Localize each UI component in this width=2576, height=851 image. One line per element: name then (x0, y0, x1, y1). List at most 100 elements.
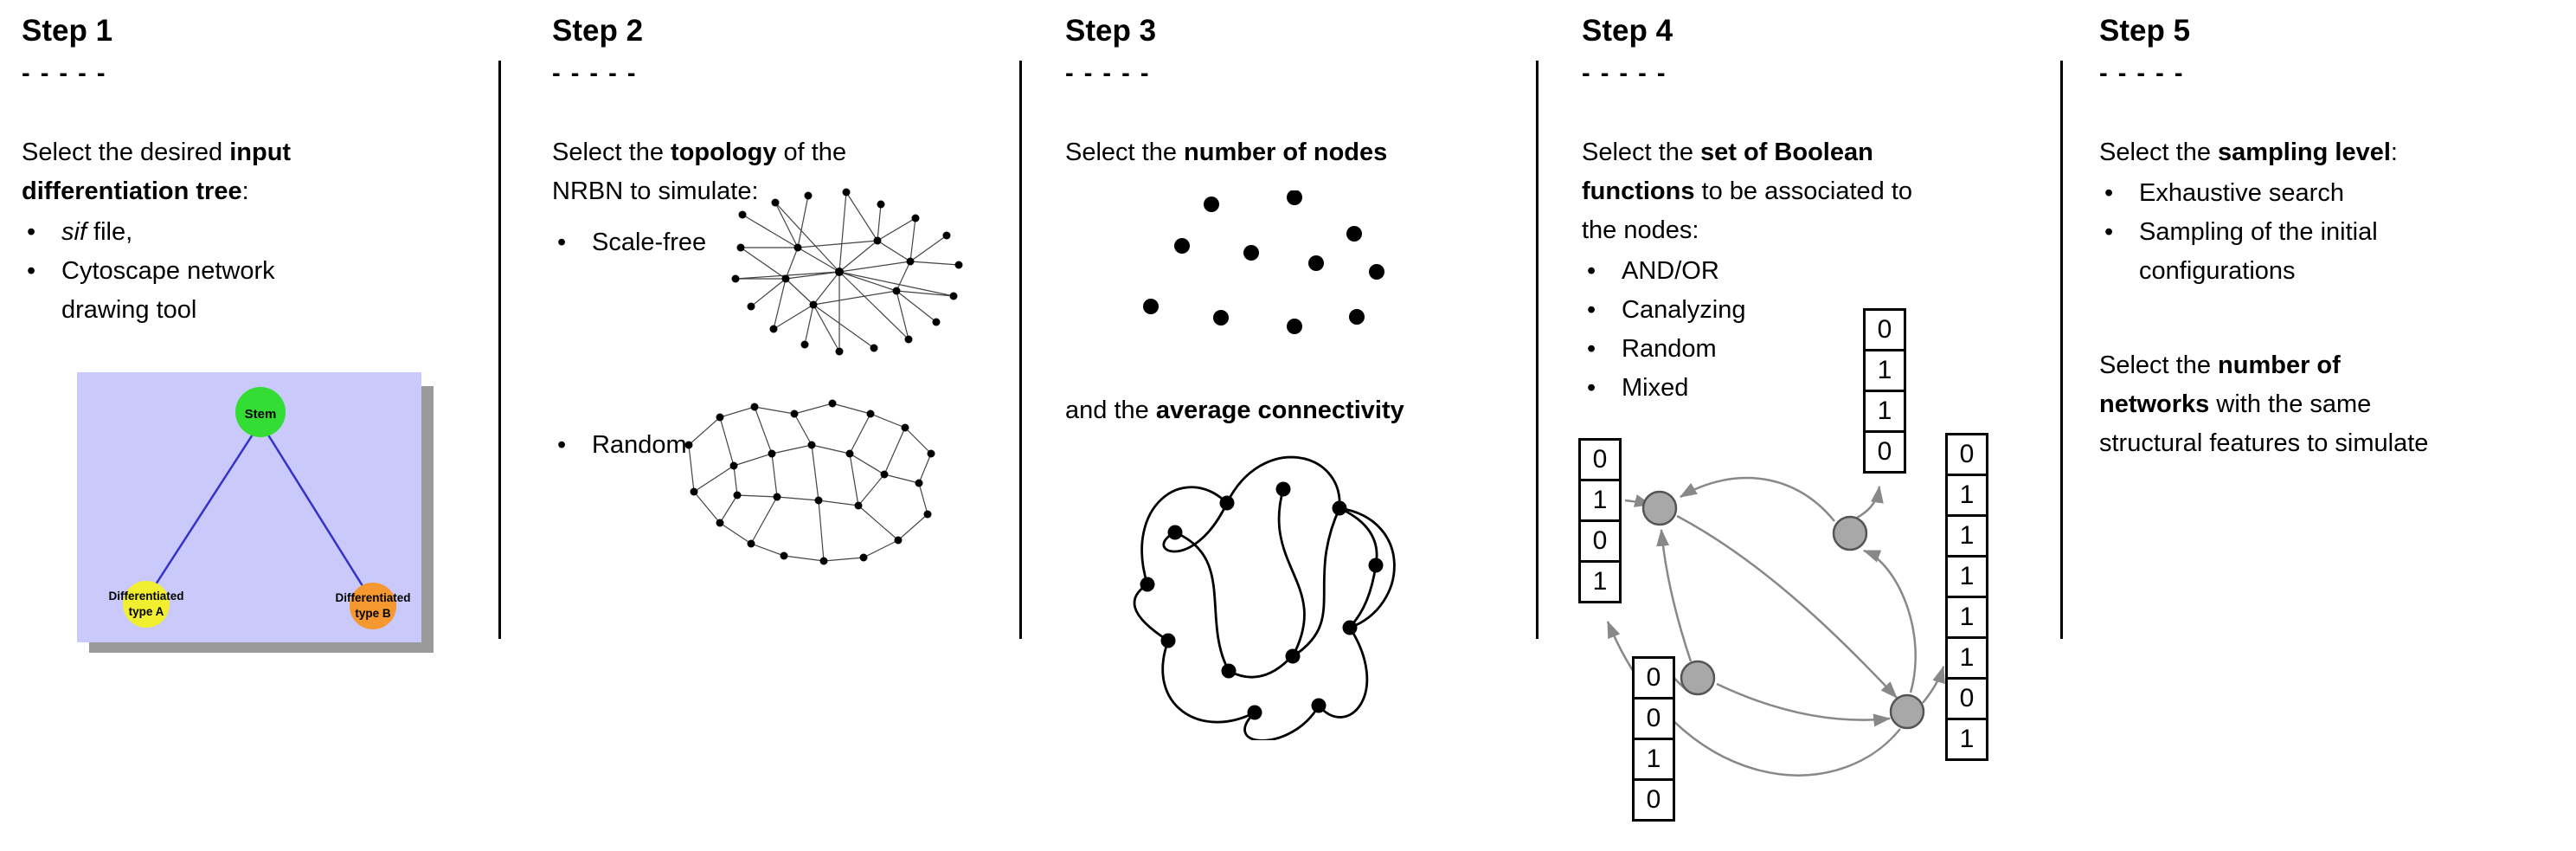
step-3-panel: Step 3 - - - - - Select the number of no… (1065, 0, 1528, 172)
boolean-network-nodes (1641, 490, 1925, 730)
column-divider-4 (2060, 61, 2063, 639)
truth-table-cell: 1 (1945, 474, 1988, 517)
column-divider-1 (498, 61, 501, 639)
step-4-title: Step 4 (1582, 14, 1673, 48)
column-divider-3 (1536, 61, 1539, 639)
bullet-sampling-initial-text: Sampling of the initial configurations (2139, 218, 2378, 285)
type-b-label-line1: Differentiated (335, 591, 410, 604)
bullet-random: Random (552, 426, 829, 465)
truth-table-cell: 0 (1863, 430, 1906, 474)
bullet-random-functions-text: Random (1622, 335, 1717, 363)
step-3-desc-pre: Select the (1065, 139, 1185, 166)
step-2-desc-pre: Select the (552, 139, 671, 166)
tree-edges (145, 422, 375, 603)
truth-table-bottom: 0 0 1 0 (1632, 656, 1675, 822)
truth-table-cell: 0 (1632, 697, 1675, 740)
truth-table-cell: 1 (1578, 479, 1622, 522)
truth-table-cell: 1 (1945, 555, 1988, 598)
step-4-bullets: AND/OR Canalyzing Random Mixed (1582, 252, 2014, 408)
truth-table-cell: 0 (1578, 438, 1622, 481)
step-3-description: Select the number of nodes (1065, 133, 1528, 172)
type-a-label-line2: type A (129, 605, 164, 618)
bullet-and-or: AND/OR (1582, 252, 2014, 291)
nodes-dots-illustration (1143, 190, 1384, 334)
step-1-desc-bold: input differentiation tree (22, 139, 292, 205)
step-1-desc-post: : (241, 177, 249, 205)
step-2-panel: Step 2 - - - - - Select the topology of … (552, 0, 959, 262)
truth-table-cell: 0 (1632, 656, 1675, 699)
bullet-canalyzing-text: Canalyzing (1622, 296, 1746, 324)
step-2-desc-post: of the NRBN to simulate: (552, 139, 847, 205)
step-1-panel: Step 1 - - - - - Select the desired inpu… (22, 0, 496, 330)
bullet-cytoscape: Cytoscape network drawing tool (22, 252, 496, 330)
bullet-random-text: Random (592, 431, 687, 459)
step-5-desc2-pre: Select the (2099, 351, 2219, 379)
scale-free-nodes (731, 188, 963, 356)
type-b-node (350, 583, 396, 629)
truth-table-left: 0 1 0 1 (1578, 438, 1622, 603)
boolean-network-illustration: 0 1 0 1 0 1 1 0 0 1 1 1 1 1 0 1 0 0 1 0 (1575, 303, 2012, 848)
connectivity-tangle-illustration (1133, 455, 1396, 740)
truth-table-cell: 1 (1945, 718, 1988, 761)
truth-table-cell: 1 (1945, 636, 1988, 680)
truth-table-cell: 0 (1578, 519, 1622, 563)
sif-italic: sif (61, 218, 87, 246)
step-1-desc-pre: Select the desired (22, 139, 230, 166)
truth-table-cell: 1 (1863, 390, 1906, 433)
step-1-description: Select the desired input differentiation… (22, 133, 496, 211)
gene-node-b (1832, 515, 1868, 551)
tangle-edges (1133, 455, 1396, 740)
step-1-dashes: - - - - - (22, 60, 107, 87)
step-4-panel: Step 4 - - - - - Select the set of Boole… (1582, 0, 2014, 408)
step-3-desc2-pre: and the (1065, 396, 1156, 424)
step-3-desc2-bold: average connectivity (1155, 396, 1404, 424)
stem-node-label: Stem (245, 407, 277, 422)
bullet-sif-file-text: sif file, (61, 213, 496, 252)
step-5-title: Step 5 (2099, 14, 2191, 48)
step-5-desc-bold: sampling level (2218, 139, 2391, 166)
truth-table-cell: 0 (1632, 778, 1675, 822)
type-a-node (123, 581, 170, 628)
step-3-desc-bold: number of nodes (1184, 139, 1388, 166)
step-5-bullets: Exhaustive search Sampling of the initia… (2099, 174, 2554, 291)
bullet-exhaustive-search: Exhaustive search (2099, 174, 2554, 213)
random-edges (688, 403, 932, 562)
gene-node-c (1680, 660, 1716, 696)
truth-table-right: 0 1 1 1 1 1 0 1 (1945, 433, 1988, 761)
truth-table-cell: 1 (1945, 514, 1988, 558)
step-2-description: Select the topology of the NRBN to simul… (552, 133, 959, 211)
column-divider-2 (1019, 61, 1022, 639)
bullet-cytoscape-text: Cytoscape network drawing tool (61, 257, 275, 324)
truth-table-cell: 1 (1632, 738, 1675, 781)
type-a-label-line1: Differentiated (108, 590, 183, 603)
step-5-description-2: Select the number of networks with the s… (2099, 346, 2566, 463)
step-1-bullets: sif file, Cytoscape network drawing tool (22, 213, 496, 330)
truth-table-cell: 1 (1945, 596, 1988, 639)
bullet-sif-file: sif file, (22, 213, 496, 252)
bullet-exhaustive-search-text: Exhaustive search (2139, 179, 2344, 207)
bullet-sampling-initial: Sampling of the initial configurations (2099, 213, 2554, 291)
step-2-bullets: Scale-free (552, 223, 959, 262)
step-3-dashes: - - - - - (1065, 60, 1151, 87)
gene-node-a (1641, 490, 1678, 526)
truth-table-cell: 0 (1945, 677, 1988, 720)
step-5-desc-pre: Select the (2099, 139, 2219, 166)
step-3-title: Step 3 (1065, 14, 1157, 48)
step-2-dashes: - - - - - (552, 60, 638, 87)
random-network-illustration (684, 399, 935, 565)
bullet-scale-free-text: Scale-free (592, 229, 707, 256)
random-nodes (684, 399, 935, 565)
step-4-desc-pre: Select the (1582, 139, 1701, 166)
step-3-description-2: and the average connectivity (1065, 391, 1550, 430)
bullet-and-or-text: AND/OR (1622, 257, 1719, 285)
step-4-dashes: - - - - - (1582, 60, 1667, 87)
truth-table-cell: 1 (1863, 349, 1906, 392)
truth-table-cell: 0 (1945, 433, 1988, 476)
step-2-desc-bold: topology (671, 139, 777, 166)
bullet-mixed: Mixed (1582, 369, 2014, 408)
bullet-random-functions: Random (1582, 330, 2014, 369)
scale-free-edges (735, 191, 960, 352)
truth-table-cell: 0 (1863, 308, 1906, 351)
step-5-dashes: - - - - - (2099, 60, 2185, 87)
step-4-desc-bold: set of Boolean functions (1582, 139, 1873, 205)
